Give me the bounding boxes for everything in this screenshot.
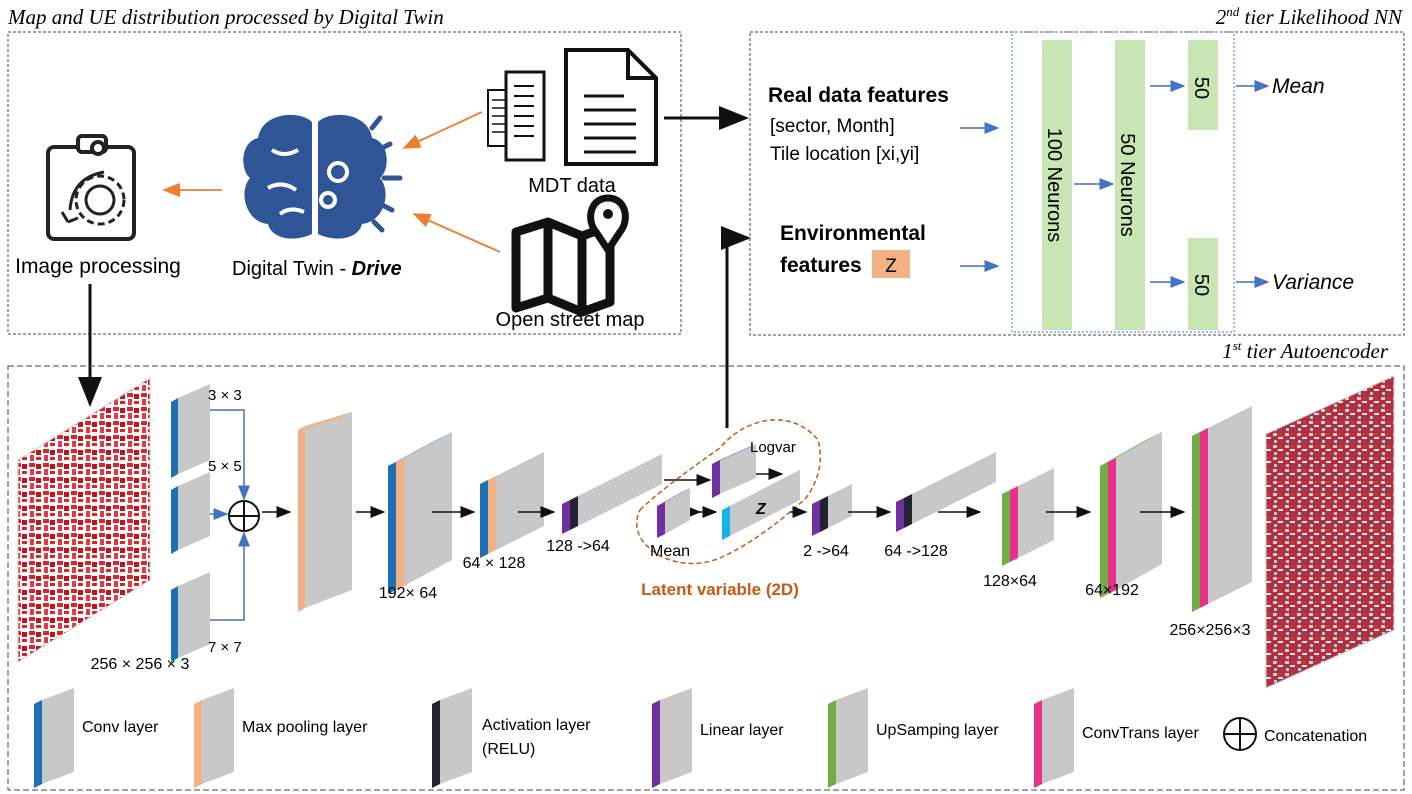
legend-conv-label: Conv layer bbox=[82, 719, 159, 736]
linear-block-2-64 bbox=[812, 484, 852, 536]
z-label: Z bbox=[755, 501, 767, 518]
latent-to-env-arrow bbox=[721, 226, 751, 428]
top-right-title: 2nd tier Likelihood NN bbox=[1216, 4, 1403, 29]
out-var-label: 50 bbox=[1190, 274, 1212, 296]
kernel-5x5-label: 5 × 5 bbox=[208, 458, 242, 475]
conv-block-3x3 bbox=[171, 384, 210, 478]
maxpool-block bbox=[298, 412, 352, 612]
legend-linear-swatch bbox=[652, 688, 692, 788]
dim-128-64-label: 128 ->64 bbox=[546, 538, 610, 555]
real-features-line2: Tile location [xi,yi] bbox=[770, 144, 919, 165]
legend-concat-label: Concatenation bbox=[1264, 728, 1367, 745]
top-left-title: Map and UE distribution processed by Dig… bbox=[7, 5, 444, 29]
input-dims-label: 256 × 256 × 3 bbox=[91, 656, 190, 673]
z-box-label: Z bbox=[885, 256, 897, 277]
bottom-title: 1st tier Autoencoder bbox=[1222, 338, 1389, 363]
z-block bbox=[722, 470, 800, 540]
top-left-panel-border bbox=[7, 31, 682, 335]
conv-block-7x7 bbox=[171, 572, 210, 662]
out-mean-layer bbox=[1188, 40, 1218, 130]
variance-output-label: Variance bbox=[1272, 271, 1354, 294]
dim-64x128-label: 64 × 128 bbox=[463, 555, 526, 572]
linear-block-128-64 bbox=[562, 454, 662, 534]
logvar-block bbox=[712, 444, 756, 498]
dim-192x64-label: 192× 64 bbox=[379, 585, 437, 602]
dim-64-128-label: 64 ->128 bbox=[884, 543, 948, 560]
concat-icon bbox=[228, 500, 260, 532]
legend-activation-label: Activation layer bbox=[482, 717, 591, 734]
legend-upsampling-swatch bbox=[828, 688, 868, 788]
mean-output-label: Mean bbox=[1272, 75, 1325, 98]
dim-2-64-label: 2 ->64 bbox=[803, 543, 849, 560]
neurons-50-label: 50 Neurons bbox=[1116, 133, 1138, 236]
latent-variable-label: Latent variable (2D) bbox=[641, 580, 799, 599]
conv-pool-block-192x64 bbox=[388, 432, 452, 594]
kernel-3x3-label: 3 × 3 bbox=[208, 387, 242, 404]
clipboard-gear-icon bbox=[46, 134, 136, 241]
legend-convtrans-swatch bbox=[1034, 688, 1074, 788]
dim-128x64-label: 128×64 bbox=[983, 573, 1037, 590]
logvar-label: Logvar bbox=[750, 439, 796, 456]
map-pin-icon bbox=[511, 194, 629, 317]
k3-to-concat-arrow bbox=[210, 409, 250, 501]
document-icon bbox=[487, 48, 658, 166]
legend-concat-icon bbox=[1223, 717, 1257, 751]
mdt-to-twin-arrow bbox=[402, 111, 483, 149]
k7-to-concat-arrow bbox=[210, 531, 250, 621]
mean-label: Mean bbox=[650, 543, 690, 560]
legend-convtrans-label: ConvTrans layer bbox=[1082, 725, 1199, 742]
conv-block-5x5 bbox=[171, 472, 210, 554]
legend-linear-label: Linear layer bbox=[700, 722, 784, 739]
mdt-label: MDT data bbox=[528, 175, 616, 197]
neurons-100-layer bbox=[1042, 40, 1072, 330]
upconv-block-64x192 bbox=[1100, 432, 1162, 598]
brain-gear-icon bbox=[243, 114, 403, 239]
legend-maxpool-label: Max pooling layer bbox=[242, 719, 368, 736]
dim-64x192-label: 64×192 bbox=[1085, 582, 1139, 599]
mean-block bbox=[657, 488, 690, 538]
z-box bbox=[872, 250, 910, 278]
env-features-title2: features bbox=[780, 254, 862, 277]
neurons-100-label: 100 Neurons bbox=[1043, 128, 1065, 243]
env-features-title: Environmental bbox=[780, 222, 926, 245]
conv-pool-block-64x128 bbox=[480, 452, 544, 558]
image-processing-label: Image processing bbox=[15, 255, 181, 278]
legend-conv-swatch bbox=[34, 688, 74, 788]
upconv-block-128x64 bbox=[1002, 468, 1054, 566]
bottom-panel-border bbox=[7, 365, 1405, 791]
output-dims-label: 256×256×3 bbox=[1170, 622, 1251, 639]
linear-block-64-128 bbox=[896, 452, 996, 532]
real-features-title: Real data features bbox=[768, 84, 949, 107]
latent-region bbox=[636, 419, 821, 565]
digital-twin-label: Digital Twin - Drive bbox=[232, 258, 402, 280]
legend-activation-swatch bbox=[432, 688, 472, 788]
nn-box bbox=[1011, 31, 1235, 333]
legend-activation-label2: (RELU) bbox=[482, 741, 535, 758]
upconv-block-256 bbox=[1192, 406, 1252, 612]
output-map-image bbox=[1265, 375, 1395, 689]
input-map-image bbox=[17, 377, 151, 663]
osm-label: Open street map bbox=[496, 309, 645, 331]
kernel-7x7-label: 7 × 7 bbox=[208, 639, 242, 656]
real-features-line1: [sector, Month] bbox=[770, 116, 895, 137]
out-mean-label: 50 bbox=[1190, 77, 1212, 99]
legend-maxpool-swatch bbox=[194, 688, 234, 788]
legend-upsampling-label: UpSamping layer bbox=[876, 722, 999, 739]
out-var-layer bbox=[1188, 238, 1218, 330]
neurons-50-layer bbox=[1115, 40, 1145, 330]
osm-to-twin-arrow bbox=[412, 213, 501, 253]
